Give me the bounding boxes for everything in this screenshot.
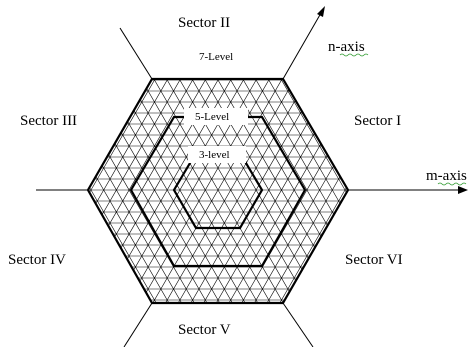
- grid-line: [290, 79, 348, 303]
- sector-label-1: Sector I: [354, 113, 401, 129]
- grid-line: [88, 79, 210, 303]
- label-box-3-level: [188, 146, 246, 163]
- grid-line: [125, 79, 311, 303]
- m-axis-arrowhead: [458, 186, 468, 194]
- grid-line: [88, 79, 159, 303]
- grid-line: [214, 79, 348, 303]
- grid-line: [252, 79, 348, 303]
- grid-line: [88, 79, 222, 303]
- n-axis-line: [282, 12, 322, 80]
- grid-line: [303, 79, 348, 303]
- grid-line: [88, 79, 133, 303]
- m-axis-label: m-axis: [426, 168, 467, 184]
- grid-line: [88, 79, 235, 303]
- middle-hexagon-5-level: [129, 115, 307, 268]
- grid-line: [88, 79, 146, 303]
- grid-line: [239, 79, 348, 303]
- n-axis-label: n-axis: [328, 39, 365, 55]
- grid-line: [88, 79, 171, 303]
- level-label-7: 7-Level: [199, 51, 233, 63]
- triangular-grid: [88, 79, 348, 303]
- sector-boundary-line: [119, 27, 153, 80]
- grid-line: [88, 79, 146, 303]
- m-axis-spellcheck-underline: [437, 182, 467, 186]
- label-box-5-level: [184, 108, 248, 125]
- n-axis-arrowhead: [317, 6, 325, 17]
- grid-line: [201, 79, 348, 303]
- grid-line: [88, 79, 133, 303]
- grid-line: [88, 79, 159, 303]
- n-axis-spellcheck-underline: [339, 53, 369, 57]
- sector-label-4: Sector IV: [8, 252, 66, 268]
- grid-line: [88, 79, 171, 303]
- grid-line: [303, 79, 348, 303]
- sector-boundary-line: [123, 302, 153, 347]
- level-label-5: 5-Level: [195, 111, 229, 123]
- level-label-3: 3-level: [199, 149, 230, 161]
- outer-hexagon-7-level: [86, 77, 350, 305]
- sector-label-2: Sector II: [178, 15, 230, 31]
- sector-boundary-line: [282, 302, 314, 347]
- grid-line: [226, 79, 348, 303]
- grid-line: [88, 79, 184, 303]
- grid-line: [88, 79, 197, 303]
- sector-label-5: Sector V: [178, 322, 231, 338]
- grid-line: [290, 79, 348, 303]
- sector-label-3: Sector III: [20, 113, 77, 129]
- sector-label-6: Sector VI: [345, 252, 403, 268]
